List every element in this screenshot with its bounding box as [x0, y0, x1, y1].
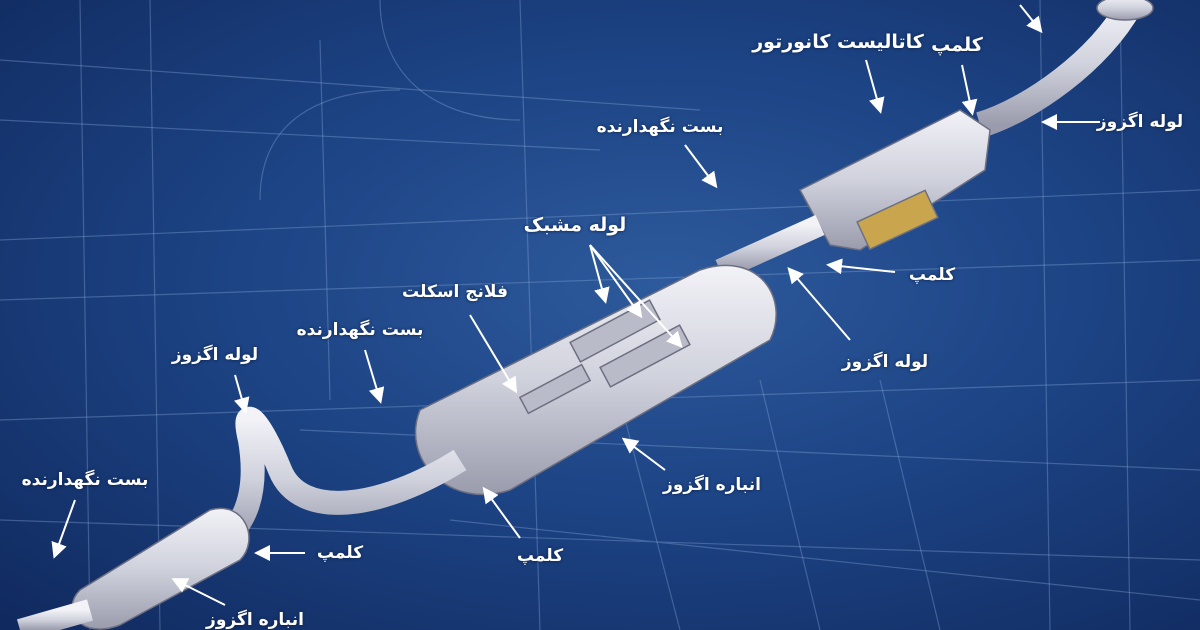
label-clamp-bottom-mid: کلمپ	[516, 546, 564, 566]
mid-pipe	[715, 214, 825, 281]
front-flange	[1096, 0, 1154, 21]
label-exhaust-pipe-left: لوله اگزوز	[171, 345, 259, 365]
label-bracket-top: بست نگهدارنده	[596, 117, 724, 137]
label-clamp-bottom-left: کلمپ	[316, 543, 364, 563]
heat-shield	[856, 189, 939, 251]
label-perforated-pipe: لوله مشبک	[523, 214, 627, 236]
tail-pipe	[16, 599, 94, 630]
label-clamp-top: کلمپ	[931, 34, 983, 56]
intermediate-pipe	[213, 406, 467, 551]
label-flange: فلانج اسکلت	[402, 282, 508, 302]
catalytic-converter	[798, 109, 991, 251]
label-exhaust-pipe-right: لوله اگزوز	[1096, 112, 1184, 132]
exhaust-assembly	[16, 0, 1154, 630]
label-bracket-left: بست نگهدارنده	[21, 470, 149, 490]
label-catalytic-converter: کاتالیست کانورتور	[752, 31, 924, 53]
label-muffler-bottom: انباره اگزوز	[206, 610, 304, 630]
front-pipe	[975, 0, 1142, 138]
label-muffler-mid: انباره اگزوز	[663, 475, 761, 495]
center-muffler	[414, 264, 777, 496]
label-exhaust-pipe-mid: لوله اگزوز	[841, 352, 929, 372]
label-bracket-mid: بست نگهدارنده	[296, 320, 424, 340]
callout-arrows	[51, 4, 1100, 606]
label-clamp-right: کلمپ	[908, 265, 956, 285]
